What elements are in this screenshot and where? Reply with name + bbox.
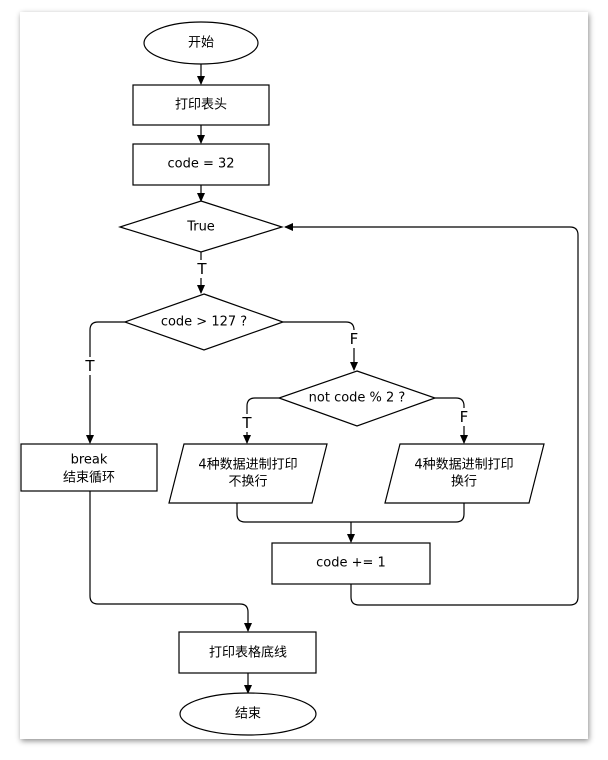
print-no-newline-line2: 不换行 [228,475,267,490]
print-no-newline-line1: 4种数据进制打印 [198,458,297,473]
limit-true-label: T [84,357,95,375]
edge-parity-false [435,397,468,444]
print-footer-node [178,631,317,674]
print-header-label: 打印表头 [175,98,227,113]
init-code-node [132,143,270,186]
check-limit-node [123,293,285,351]
limit-true-label-bg [83,357,97,375]
check-parity-label: not code % 2 ? [309,391,406,406]
start-label: 开始 [188,36,214,51]
parity-true-label-bg [240,414,254,432]
loop-true-label-bg [195,260,209,278]
print-footer-label: 打印表格底线 [209,645,287,661]
end-label: 结束 [235,707,261,722]
edge-loop-back [284,223,579,606]
increment-node [271,542,431,585]
check-limit-label: code > 127 ? [161,315,247,330]
break-label-line2: 结束循环 [63,471,115,486]
parity-false-label-bg [457,408,471,426]
limit-false-label-bg [347,330,361,348]
loop-true-label: T [196,260,207,278]
edge-parity-true [243,397,279,444]
break-label-line1: break [71,453,108,468]
edge-break-to-footer [89,491,252,632]
print-no-newline-node [168,443,328,504]
limit-false-label: F [350,330,359,348]
init-code-label: code = 32 [167,157,234,172]
loop-condition-node [118,200,284,253]
print-newline-node [384,443,545,504]
canvas-frame [20,12,588,739]
check-parity-node [277,370,437,427]
print-header-node [132,84,270,126]
edge-limit-false [283,321,358,371]
increment-label: code += 1 [316,556,386,571]
edge-limit-true [86,321,125,444]
start-node [143,21,259,65]
parity-false-label: F [460,408,469,426]
parity-true-label: T [241,414,252,432]
print-newline-line1: 4种数据进制打印 [414,458,513,473]
loop-condition-label: True [186,220,215,235]
break-node [20,443,158,492]
print-newline-line2: 换行 [451,475,477,490]
end-node [179,692,317,736]
